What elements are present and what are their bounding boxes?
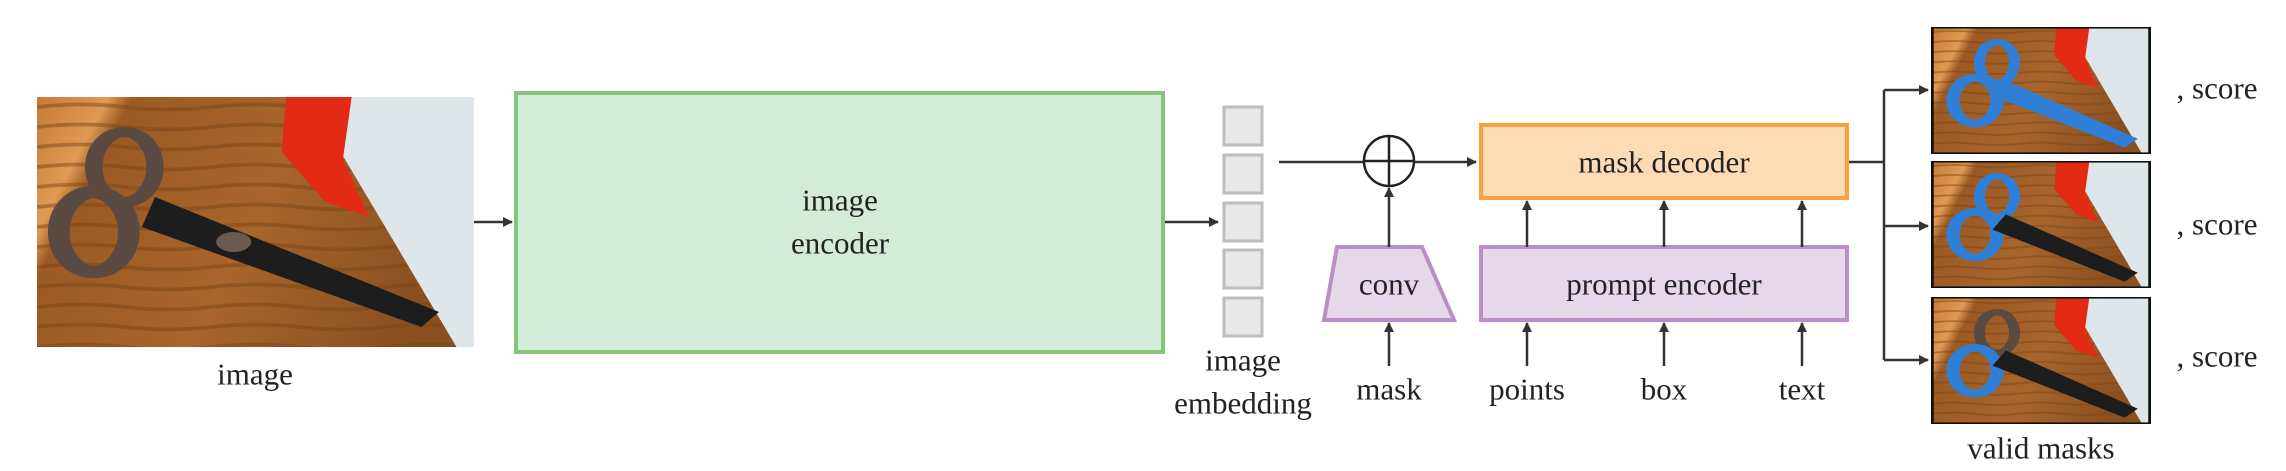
conv-label: conv [1358,266,1420,302]
embedding-label-2: embedding [1174,385,1312,421]
embedding-token [1222,201,1264,243]
score-label-2: , score [2176,206,2258,242]
prompt-arrows [1522,200,1807,366]
score-label-3: , score [2176,338,2258,374]
embedding-label-1: image [1205,342,1281,378]
embedding-token [1222,153,1264,195]
prompt-encoder-label: prompt encoder [1566,266,1762,302]
image-embedding-stack [1222,105,1264,338]
conv-block [1321,245,1458,322]
mask-decoder-label: mask decoder [1578,144,1750,180]
mask-output-3 [1931,297,2151,424]
embedding-token [1222,296,1264,338]
output-arrows [1849,85,1929,365]
prompt-encoder-box [1479,245,1849,322]
embedding-token [1222,105,1264,147]
valid-masks [1931,27,2151,424]
sum-icon [1362,134,1416,188]
prompt-text-label: text [1778,371,1826,407]
mask-output-1 [1931,27,2151,154]
image-encoder-label-1: image [802,182,878,218]
prompt-box-label: box [1640,371,1688,407]
prompt-points-label: points [1489,371,1565,407]
mask-input-label: mask [1356,371,1422,407]
mask-output-2 [1931,161,2151,288]
score-label-1: , score [2176,70,2258,106]
embedding-token [1222,248,1264,290]
input-image-label: image [217,356,293,392]
mask-decoder-box [1479,123,1849,200]
image-encoder-box [514,91,1165,354]
valid-masks-label: valid masks [1967,430,2115,466]
input-image [37,97,474,347]
image-encoder-label-2: encoder [790,225,890,261]
